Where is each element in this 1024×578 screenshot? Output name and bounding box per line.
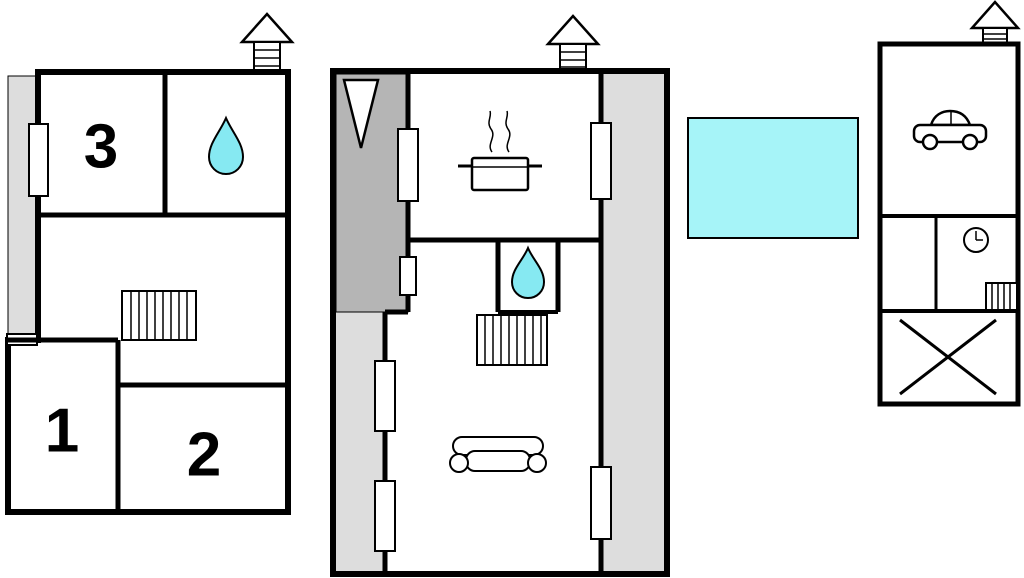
sofa-icon [449,436,547,473]
middle-building [330,14,670,577]
window-marker [374,480,396,552]
car-icon [912,109,988,151]
swimming-pool [687,117,859,239]
windows [374,122,612,552]
window-marker [590,466,612,540]
water-drop-icon [510,245,546,300]
clock-icon [963,227,989,253]
stairs-icon [985,282,1018,311]
cross-icon [899,318,997,396]
entrance-triangle-icon [342,78,380,149]
water-drop-icon [207,115,245,176]
room-label-3: 3 [84,113,118,182]
chimney-icon [545,14,601,72]
stairs-icon [121,290,197,341]
garage-building [877,0,1021,407]
stairs-treads [130,292,188,339]
stairs-icon [476,314,548,366]
chimney-icon [239,12,295,73]
room-label-2: 2 [187,421,221,490]
window-marker [399,256,417,296]
window-marker [590,122,612,200]
window-marker [28,123,49,197]
chimney-icon [969,0,1021,45]
window-marker [397,128,419,202]
interior-walls [8,72,288,512]
window-marker [374,360,396,432]
outer-walls [877,41,1021,407]
stairs-treads [484,316,542,364]
terrace-strip [7,75,39,337]
stairs-treads [991,284,1011,309]
room-label-1: 1 [45,397,79,466]
cooktop-pot-icon [458,110,542,192]
left-building: 3 1 2 [5,12,295,515]
covered-entrance-area [335,73,409,313]
